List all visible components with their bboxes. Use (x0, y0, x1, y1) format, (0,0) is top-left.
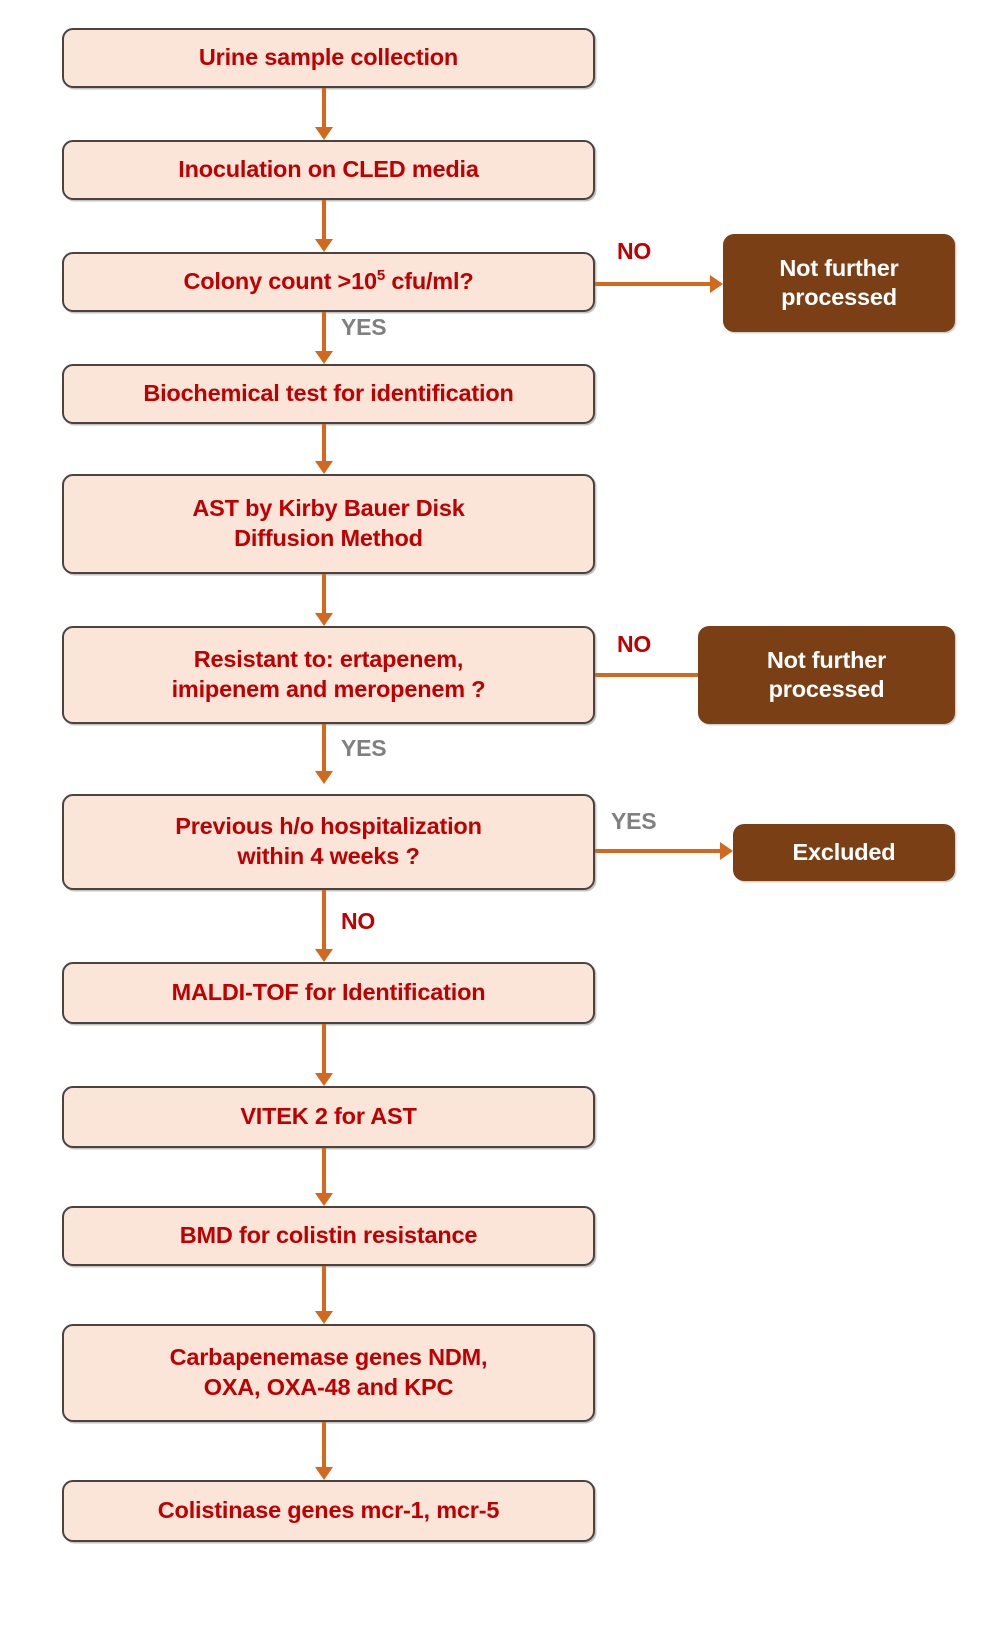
arrow-shaft (595, 673, 711, 677)
arrow-resistant-yes (313, 724, 335, 784)
node-label-line1: Previous h/o hospitalization (175, 813, 482, 840)
arrow-shaft (322, 1422, 326, 1468)
node-label-line2: within 4 weeks ? (237, 843, 420, 869)
arrow-vitek-to-bmd (313, 1148, 335, 1206)
node-carbapenemase-genes: Carbapenemase genes NDM, OXA, OXA-48 and… (62, 1324, 595, 1422)
node-excluded: Excluded (733, 824, 955, 881)
arrow-shaft (595, 849, 721, 853)
node-label-line2: processed (781, 284, 897, 310)
arrow-head (315, 613, 333, 626)
colony-count-suffix: cfu/ml? (385, 268, 474, 295)
arrow-shaft (322, 200, 326, 240)
node-urine-sample-collection: Urine sample collection (62, 28, 595, 88)
node-label-line2: processed (768, 676, 885, 702)
node-label-line1: Resistant to: ertapenem, (193, 646, 464, 673)
arrow-head (315, 1193, 333, 1206)
node-label: Biochemical test for identification (143, 380, 514, 407)
arrow-urine-to-inoculation (313, 88, 335, 140)
node-label: Inoculation on CLED media (178, 156, 479, 183)
node-label: Excluded (792, 838, 896, 865)
node-colistinase-genes: Colistinase genes mcr-1, mcr-5 (62, 1480, 595, 1542)
arrow-head (315, 1467, 333, 1480)
node-label-line1: AST by Kirby Bauer Disk (192, 495, 465, 522)
edge-label-resistant-no: NO (617, 631, 652, 657)
arrow-shaft (322, 1024, 326, 1074)
node-label-line1: Carbapenemase genes NDM, (169, 1344, 488, 1371)
arrow-shaft (322, 1266, 326, 1312)
node-vitek2: VITEK 2 for AST (62, 1086, 595, 1148)
arrow-shaft (322, 724, 326, 772)
arrow-head (315, 1073, 333, 1086)
arrow-head (710, 275, 723, 293)
arrow-shaft (322, 312, 326, 352)
node-hospitalization-decision: Previous h/o hospitalization within 4 we… (62, 794, 595, 890)
arrow-head (315, 771, 333, 784)
arrow-head (315, 351, 333, 364)
node-maldi-tof: MALDI-TOF for Identification (62, 962, 595, 1024)
arrow-shaft (322, 574, 326, 614)
arrow-shaft (322, 1148, 326, 1194)
node-label-line1: Not further (779, 254, 899, 281)
arrow-head (315, 461, 333, 474)
colony-count-exponent: 5 (376, 267, 385, 285)
arrow-hospitalization-yes (595, 840, 733, 862)
arrow-bmd-to-carbapenemase (313, 1266, 335, 1324)
node-not-further-processed-2: Not further processed (698, 626, 955, 724)
edge-label-hospitalization-no: NO (341, 908, 376, 934)
node-label: Urine sample collection (198, 44, 459, 71)
node-biochemical-test: Biochemical test for identification (62, 364, 595, 424)
arrow-shaft (322, 424, 326, 462)
node-label-line2: Diffusion Method (234, 525, 423, 551)
edge-label-colony-count-yes: YES (341, 314, 387, 340)
node-label: BMD for colistin resistance (179, 1222, 478, 1249)
arrow-colony-count-no (595, 273, 723, 295)
edge-label-colony-count-no: NO (617, 238, 652, 264)
arrow-ast-to-resistant (313, 574, 335, 626)
arrow-head (315, 949, 333, 962)
arrow-shaft (595, 282, 711, 286)
node-label-line2: imipenem and meropenem ? (171, 676, 486, 702)
arrow-carbapenemase-to-colistinase (313, 1422, 335, 1480)
arrow-colony-count-yes (313, 312, 335, 364)
node-label: MALDI-TOF for Identification (171, 979, 486, 1006)
node-inoculation-cled: Inoculation on CLED media (62, 140, 595, 200)
arrow-head (720, 842, 733, 860)
node-label: VITEK 2 for AST (240, 1103, 417, 1130)
node-label: Colistinase genes mcr-1, mcr-5 (157, 1497, 500, 1524)
arrow-head (315, 1311, 333, 1324)
edge-label-hospitalization-yes: YES (611, 808, 657, 834)
arrow-inoculation-to-colony-count (313, 200, 335, 252)
node-bmd-colistin: BMD for colistin resistance (62, 1206, 595, 1266)
arrow-hospitalization-no (313, 890, 335, 962)
arrow-shaft (322, 88, 326, 128)
node-label-line2: OXA, OXA-48 and KPC (203, 1374, 454, 1400)
node-resistant-decision: Resistant to: ertapenem, imipenem and me… (62, 626, 595, 724)
colony-count-prefix: Colony count >10 (183, 268, 378, 295)
node-ast-kirby-bauer: AST by Kirby Bauer Disk Diffusion Method (62, 474, 595, 574)
arrow-shaft (322, 890, 326, 950)
arrow-biochemical-to-ast (313, 424, 335, 474)
node-not-further-processed-1: Not further processed (723, 234, 955, 332)
node-colony-count-decision: Colony count >105 cfu/ml? (62, 252, 595, 312)
edge-label-resistant-yes: YES (341, 735, 387, 761)
arrow-head (315, 239, 333, 252)
node-label: Colony count >105 cfu/ml? (184, 267, 474, 297)
arrow-maldi-to-vitek (313, 1024, 335, 1086)
arrow-head (315, 127, 333, 140)
node-label-line1: Not further (766, 646, 887, 673)
